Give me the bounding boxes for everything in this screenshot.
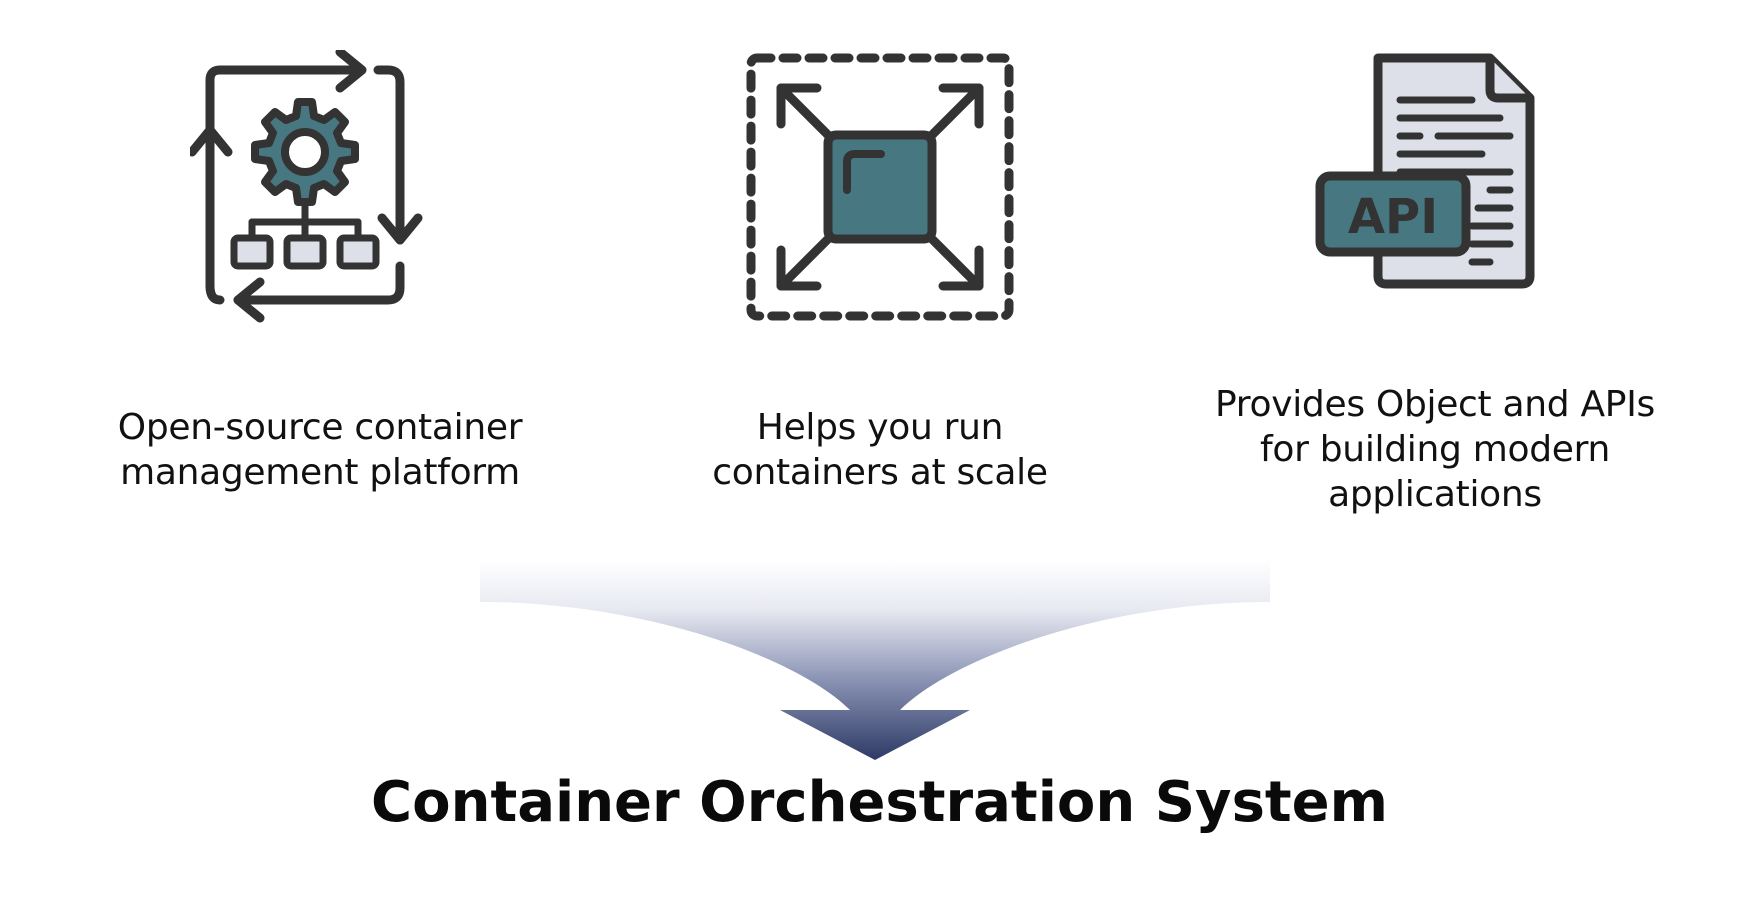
expand-scale-icon [746,53,1014,321]
system-title: Container Orchestration System [371,770,1388,835]
converging-arrow [480,560,1270,760]
api-label: API [1348,189,1438,245]
caption-line: containers at scale [712,452,1048,493]
caption-line: management platform [120,452,520,493]
caption-line: applications [1328,474,1542,515]
caption-line: Provides Object and APIs [1215,384,1655,425]
caption-line: for building modern [1260,429,1610,470]
api-document-icon: API [1315,53,1535,289]
caption-line: Open-source container [117,407,523,448]
feature-caption-scale: Helps you run containers at scale [650,405,1110,495]
caption-line: Helps you run [756,407,1004,448]
feature-caption-apis: Provides Object and APIs for building mo… [1190,382,1680,517]
feature-caption-open-source: Open-source container management platfor… [85,405,555,495]
orchestration-cycle-icon [190,50,423,323]
